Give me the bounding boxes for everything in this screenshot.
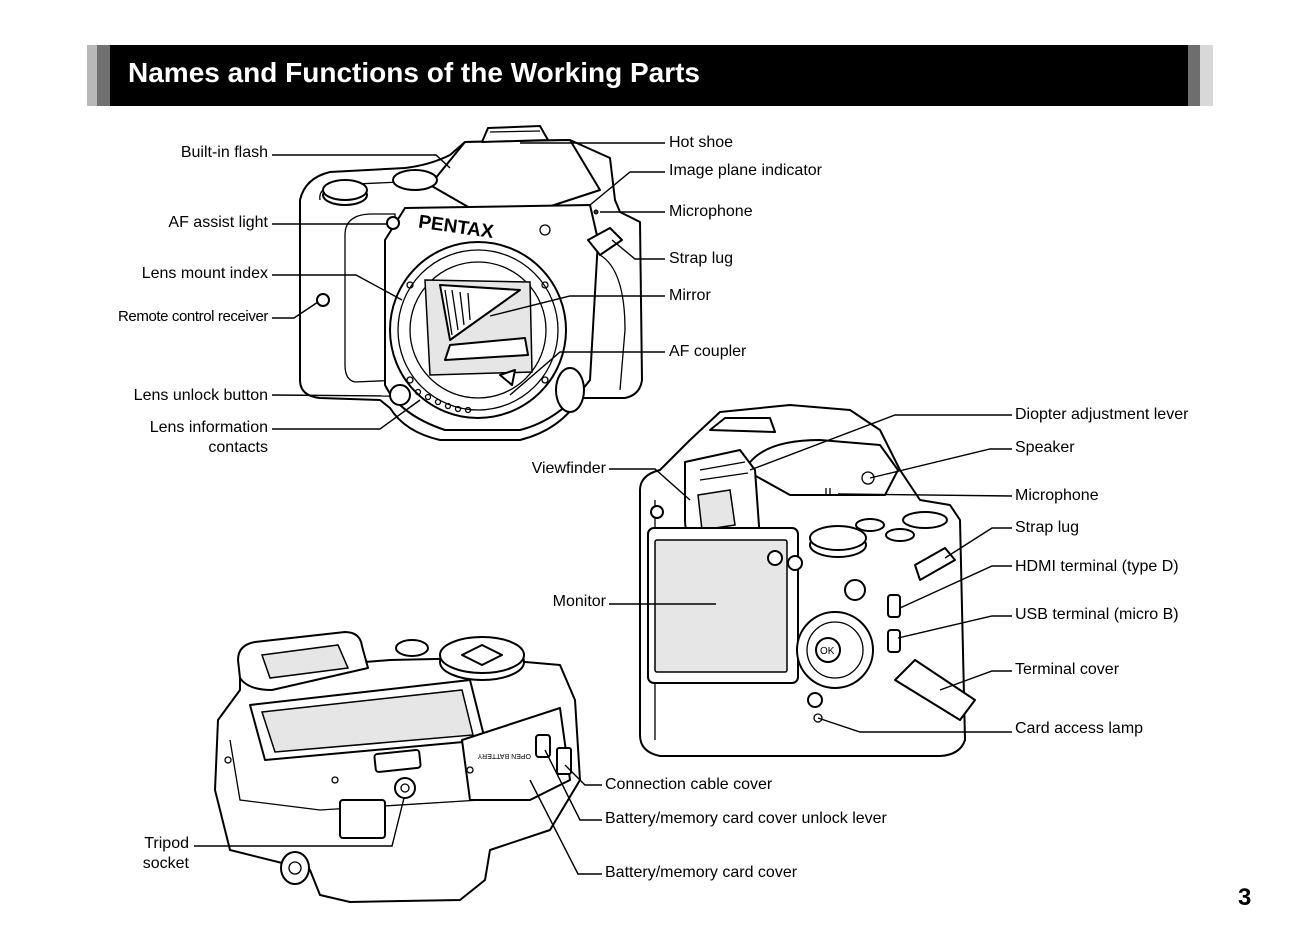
label-speaker: Speaker xyxy=(1015,439,1075,456)
label-strap-lug-back: Strap lug xyxy=(1015,519,1080,536)
battery-door-marking: OPEN BATTERY xyxy=(477,752,531,759)
label-strap-lug-front: Strap lug xyxy=(669,250,734,267)
label-monitor: Monitor xyxy=(552,593,606,610)
label-hdmi-terminal: HDMI terminal (type D) xyxy=(1015,558,1179,575)
title-bar-cap-left xyxy=(87,45,97,106)
label-battery-cover-unlock-lever: Battery/memory card cover unlock lever xyxy=(605,810,887,827)
bottom-camera-illustration: OPEN BATTERY xyxy=(214,631,581,903)
label-hot-shoe: Hot shoe xyxy=(669,134,734,151)
label-lens-unlock-button: Lens unlock button xyxy=(133,387,268,404)
label-lens-information-line1: Lens information xyxy=(149,419,268,436)
label-tripod-line1: Tripod xyxy=(144,835,189,852)
label-diopter-adjustment-lever: Diopter adjustment lever xyxy=(1015,406,1189,423)
ok-button-glyph: OK xyxy=(820,646,835,657)
label-microphone-back: Microphone xyxy=(1015,487,1099,504)
front-camera-illustration: PENTAX xyxy=(299,125,643,441)
label-lens-information-contacts: Lens information contacts xyxy=(150,418,268,458)
title-bar-cap-right xyxy=(1200,45,1213,106)
front-leader-lines xyxy=(271,142,665,430)
label-tripod-line2: socket xyxy=(142,855,189,872)
label-image-plane-indicator: Image plane indicator xyxy=(669,162,822,179)
label-card-access-lamp: Card access lamp xyxy=(1015,720,1144,737)
label-usb-terminal: USB terminal (micro B) xyxy=(1015,606,1179,623)
label-af-assist-light: AF assist light xyxy=(168,214,268,231)
label-mirror: Mirror xyxy=(669,287,711,304)
label-af-coupler: AF coupler xyxy=(669,343,747,360)
label-tripod-socket: Tripod socket xyxy=(143,834,189,874)
back-leader-lines xyxy=(609,414,1013,733)
label-viewfinder: Viewfinder xyxy=(531,460,606,477)
label-connection-cable-cover: Connection cable cover xyxy=(605,776,773,793)
page-number: 3 xyxy=(1238,884,1252,911)
title-bar-cap-right-inner xyxy=(1188,45,1200,106)
bottom-leader-lines xyxy=(194,749,602,875)
label-terminal-cover: Terminal cover xyxy=(1015,661,1120,678)
label-battery-memory-card-cover: Battery/memory card cover xyxy=(605,864,798,881)
title-bar-cap-left-inner xyxy=(97,45,110,106)
back-camera-illustration: OK xyxy=(639,404,976,757)
label-lens-mount-index: Lens mount index xyxy=(141,265,268,282)
label-built-in-flash: Built-in flash xyxy=(180,144,268,161)
title-bar xyxy=(87,45,1213,106)
page-title: Names and Functions of the Working Parts xyxy=(128,57,701,88)
label-remote-control-receiver: Remote control receiver xyxy=(117,308,268,325)
label-microphone-front: Microphone xyxy=(669,203,753,220)
label-lens-information-line2: contacts xyxy=(208,439,268,456)
